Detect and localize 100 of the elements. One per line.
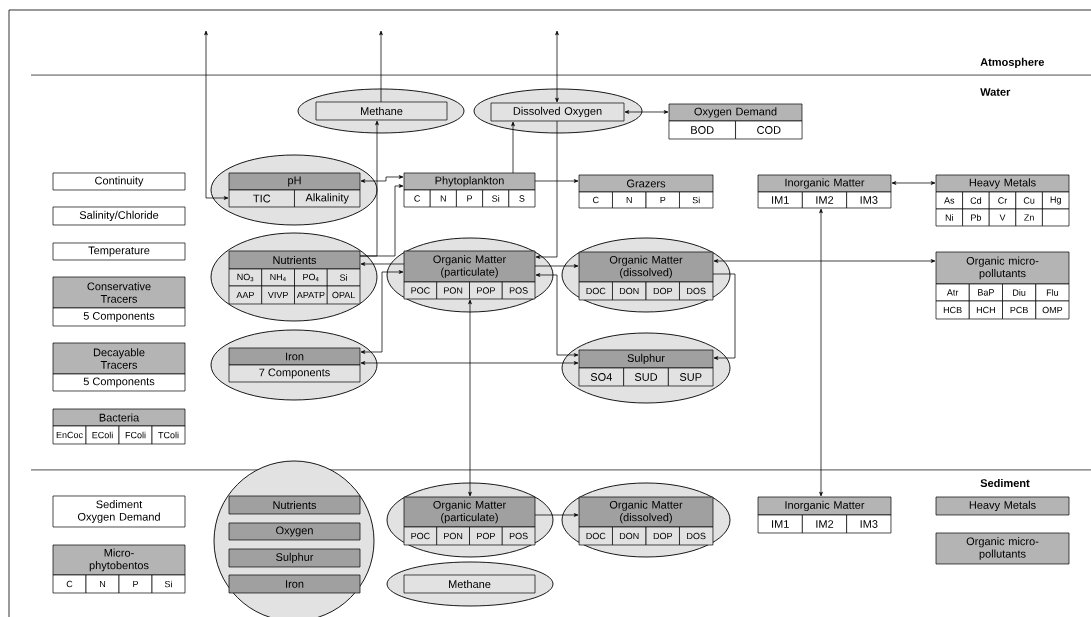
double-arrow (555, 30, 559, 103)
table-header: Inorganic Matter (757, 174, 892, 193)
table-cell: NO$_{3}$ (228, 268, 263, 287)
table-cell: HCH (968, 300, 1003, 320)
arrow (511, 121, 515, 174)
label-box: Dissolved Oxygen (490, 102, 625, 122)
table-cell: IM1 (757, 191, 803, 209)
table-header: Bacteria (52, 408, 186, 427)
table-header: Sulphur (578, 349, 714, 369)
table-cell: POP (469, 281, 503, 300)
table-cell: DOP (645, 281, 680, 301)
table-cell: DOS (679, 281, 714, 301)
table-cell: POS (501, 281, 536, 300)
table-cell: IM2 (802, 514, 847, 534)
label-box: Iron (228, 574, 361, 594)
table-cell: POC (403, 526, 438, 546)
table-cell: PCB (1002, 300, 1037, 320)
table-header: Grazers (578, 174, 714, 193)
arrow (360, 262, 405, 266)
table-cell: SO4 (578, 367, 624, 387)
table-cell: AAP (228, 285, 263, 305)
double-arrow (535, 273, 579, 357)
double-arrow (819, 208, 823, 497)
table-cell: Atr (935, 283, 970, 302)
table-cell: Pb (962, 208, 990, 227)
table-cell: IM1 (757, 514, 803, 534)
table-cell: IM3 (846, 514, 892, 534)
table-cell: PON (436, 526, 470, 546)
table-header: Organic Matter (particulate) (403, 250, 536, 283)
table-cell: POC (403, 281, 438, 300)
table-cell: Ni (935, 208, 963, 227)
table-header: Nutrients (228, 250, 361, 270)
table-cell: Zn (1015, 208, 1043, 227)
label-box: Heavy Metals (935, 496, 1070, 516)
table-header: pH (228, 172, 361, 191)
double-arrow (468, 299, 472, 497)
label-box: Temperature (52, 242, 186, 261)
table-cell: BaP (968, 283, 1003, 302)
table-cell: C (52, 574, 87, 594)
table-cell: VIVP (261, 285, 295, 305)
table-cell: OPAL (326, 285, 361, 305)
table-header: Inorganic Matter (757, 496, 892, 516)
label-box: Continuity (52, 172, 186, 191)
label-box: Sulphur (228, 548, 361, 568)
table-cell: 7 Components (228, 364, 361, 383)
arrow (534, 179, 579, 183)
label-box: Nutrients (228, 495, 361, 515)
table-header: Iron (228, 347, 361, 366)
arrow (712, 273, 736, 360)
table-header: Micro-phytobentos (52, 544, 186, 576)
table-cell: PON (436, 281, 470, 300)
table-cell: DOC (578, 526, 613, 546)
table-cell: P (456, 189, 483, 208)
label-box: Salinity/Chloride (52, 206, 186, 226)
table-cell: IM2 (802, 191, 847, 209)
table-cell: Flu (1035, 283, 1070, 302)
layer-label: Atmosphere (980, 57, 1044, 69)
table-cell: BOD (668, 120, 736, 140)
table-cell: IM3 (846, 191, 892, 209)
table-header: Organic Matter (dissolved) (578, 251, 714, 283)
double-arrow (891, 181, 936, 185)
table-cell: Si (326, 268, 361, 287)
table-cell: P (118, 574, 153, 594)
table-cell: DOP (645, 526, 680, 546)
double-arrow (713, 259, 936, 263)
label-box: Oxygen (228, 522, 361, 541)
table-cell: 5 Components (52, 373, 186, 392)
table-cell: DON (612, 281, 647, 301)
table-cell: OMP (1035, 300, 1070, 320)
table-cell: S (508, 189, 536, 208)
table-header: Organic Matter (particulate) (403, 496, 536, 528)
double-arrow (360, 175, 404, 183)
table-cell: POP (469, 526, 503, 546)
table-cell: COD (735, 120, 803, 140)
label-box: Organic micro-pollutants (935, 532, 1070, 565)
table-cell: Si (679, 191, 714, 209)
table-cell: C (578, 191, 613, 209)
arrow (534, 513, 579, 517)
table-header: Phytoplankton (403, 172, 536, 191)
table-cell: V (988, 208, 1017, 227)
table-cell: TColi (151, 425, 186, 445)
table-cell: P (645, 191, 680, 209)
table-cell: EColi (85, 425, 120, 445)
label-box: Sediment Oxygen Demand (52, 495, 186, 528)
table-header: Organic micro-pollutants (935, 251, 1070, 285)
double-arrow (360, 270, 404, 354)
layer-label: Water (980, 88, 1011, 96)
label-box: Methane (403, 574, 536, 594)
table-header: Decayable Tracers (52, 342, 186, 375)
table-cell: Alkalinity (294, 189, 361, 208)
arrow (359, 120, 379, 257)
table-cell: Si (151, 574, 186, 594)
table-cell: SUP (668, 367, 714, 387)
arrow (534, 264, 579, 268)
table-header: Organic Matter (dissolved) (578, 496, 714, 528)
table-cell: Diu (1002, 283, 1037, 302)
table-cell: DOC (578, 281, 613, 301)
table-cell: HCB (935, 300, 970, 320)
table-cell: FColi (118, 425, 153, 445)
table-cell: TIC (228, 189, 295, 208)
